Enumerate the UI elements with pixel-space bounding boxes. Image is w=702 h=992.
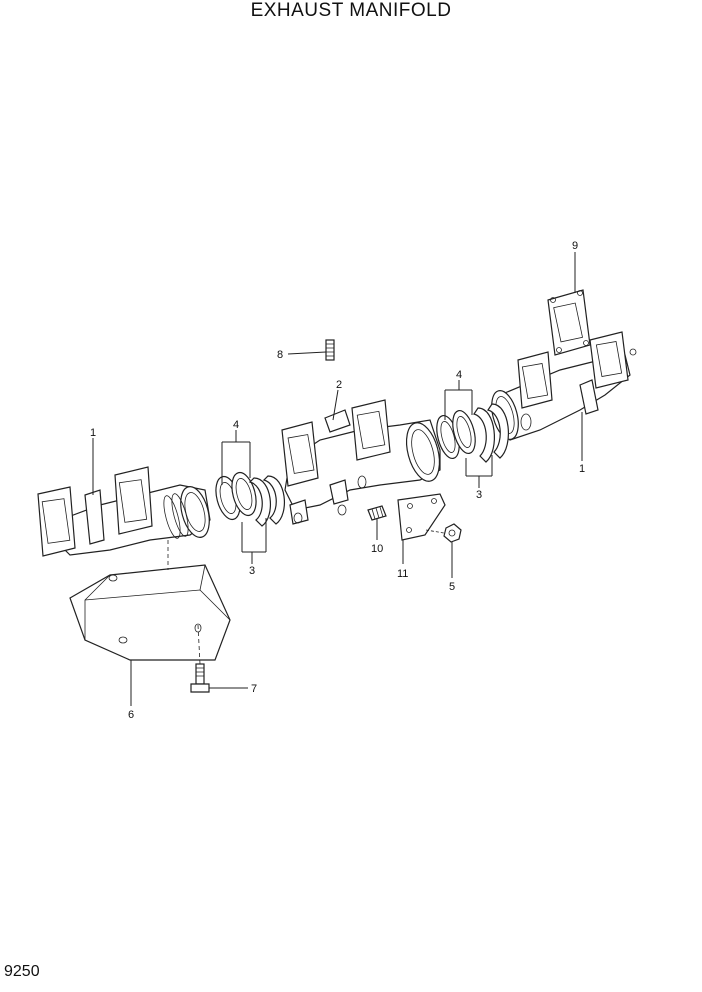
part-5-nut xyxy=(425,523,462,543)
part-10-stud xyxy=(367,505,387,521)
callout-6: 6 xyxy=(128,709,134,721)
callout-4-left: 4 xyxy=(233,419,239,431)
part-3-sealing-rings-left xyxy=(248,475,285,527)
callout-1-right: 1 xyxy=(579,463,585,475)
part-2-centre-manifold xyxy=(281,399,441,525)
part-9-gasket xyxy=(547,289,591,356)
part-3-sealing-rings-right xyxy=(473,403,509,463)
callout-labels: 9 8 2 1 1 4 4 3 3 10 11 5 6 7 xyxy=(90,240,585,721)
part-4-seal-rings-left xyxy=(215,471,257,521)
part-11-plate xyxy=(397,493,446,541)
callout-8: 8 xyxy=(277,349,283,361)
callout-7: 7 xyxy=(251,683,257,695)
callout-2: 2 xyxy=(336,379,342,391)
part-8-stud xyxy=(325,339,335,361)
part-7-bolt xyxy=(190,663,210,693)
part-1-manifold-left xyxy=(37,466,211,557)
callout-9: 9 xyxy=(572,240,578,252)
part-6-heat-shield xyxy=(69,564,231,661)
callout-4-right: 4 xyxy=(456,369,462,381)
page-number: 9250 xyxy=(4,963,40,980)
callout-3-right: 3 xyxy=(476,489,482,501)
part-4-seal-rings-right xyxy=(436,409,476,460)
callout-3-left: 3 xyxy=(249,565,255,577)
callout-5: 5 xyxy=(449,581,455,593)
callout-10: 10 xyxy=(371,543,383,555)
callout-11: 11 xyxy=(397,568,408,580)
leader-lines xyxy=(92,252,583,706)
callout-1-left: 1 xyxy=(90,427,96,439)
diagram-title: EXHAUST MANIFOLD xyxy=(250,0,452,21)
